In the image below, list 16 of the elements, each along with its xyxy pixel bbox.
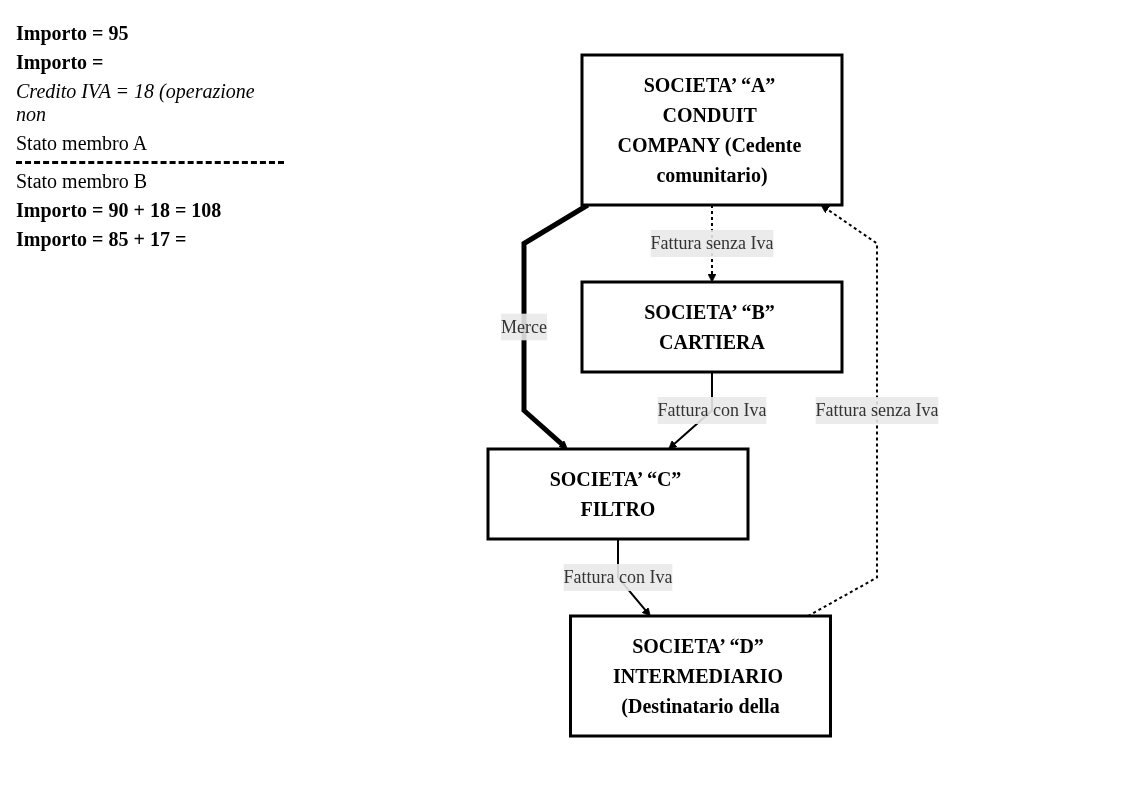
node-box: SOCIETA’ “B” CARTIERA [580,280,844,374]
amount-note: Importo = 90 + 18 = 108 [16,199,223,222]
note-text: Stato membro A [16,132,149,155]
note-text: Stato membro B [16,170,149,193]
amount-note: Importo = 85 + 17 = [16,228,188,251]
node-box: SOCIETA’ “A” CONDUIT COMPANY (Cedente comunitario) [580,53,844,207]
note-text: Credito IVA = 18 (operazione non [16,80,256,126]
node-box: SOCIETA’ “C” FILTRO [486,447,750,541]
edge-label: Merce [500,316,547,337]
amount-note: Importo = [16,51,105,74]
edge-label: Fattura senza Iva [815,400,939,420]
edge-label: Fattura con Iva [657,400,767,420]
node-box: SOCIETA’ “D” INTERMEDIARIO (Destinatario della [568,614,832,738]
edge-label: Fattura senza Iva [650,233,774,253]
amount-note: Importo = 95 [16,22,130,45]
edge-label: Fattura con Iva [563,567,673,587]
